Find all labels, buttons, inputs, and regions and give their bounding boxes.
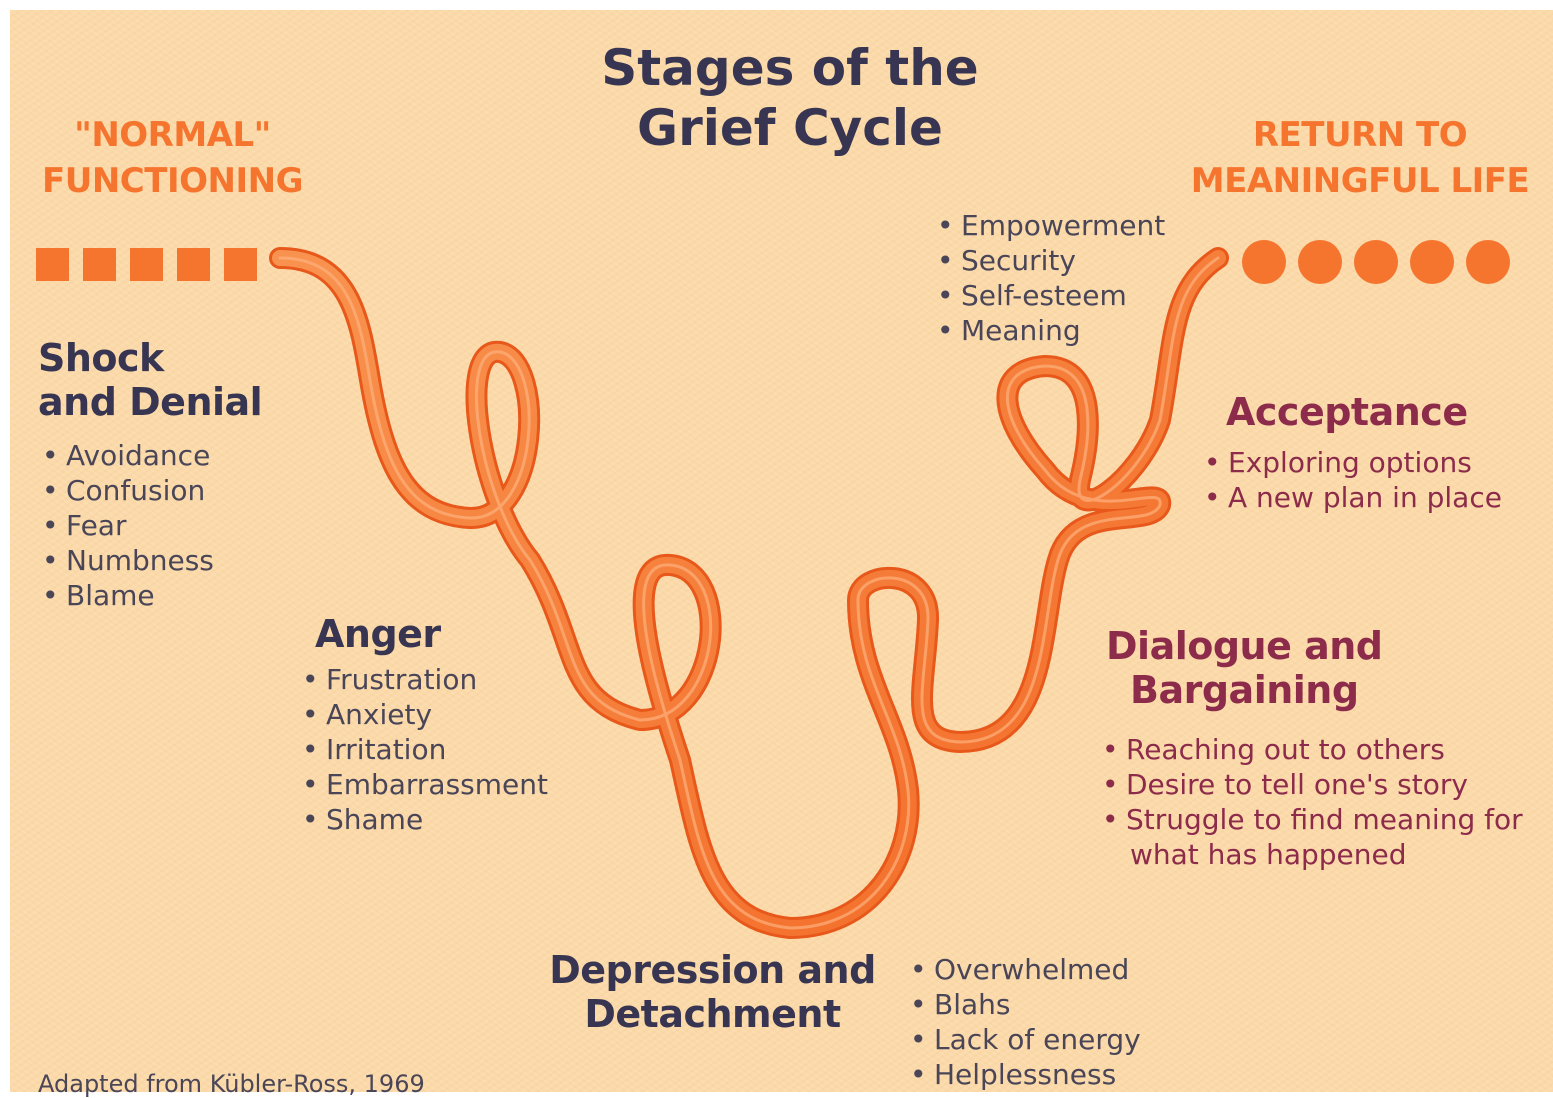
title-line-2: Grief Cycle [560, 98, 1020, 158]
list-item: Numbness [40, 543, 214, 578]
square-marker [177, 248, 210, 281]
stage-acceptance-list: Exploring options A new plan in place [1202, 445, 1502, 515]
stage-meaning-list: Empowerment Security Self-esteem Meaning [935, 208, 1165, 348]
start-label-line-1: "NORMAL" [30, 112, 315, 158]
stage-dialogue-line-1: Dialogue and [1106, 624, 1383, 668]
end-label: RETURN TO MEANINGFUL LIFE [1175, 112, 1545, 204]
dot-marker [1410, 240, 1454, 284]
list-item: A new plan in place [1202, 480, 1502, 515]
end-label-line-1: RETURN TO [1175, 112, 1545, 158]
square-marker [224, 248, 257, 281]
list-item: Struggle to find meaning for [1100, 802, 1523, 837]
diagram-title: Stages of the Grief Cycle [560, 38, 1020, 158]
list-item-continuation: what has happened [1100, 837, 1523, 872]
normal-functioning-squares [36, 248, 257, 281]
list-item: Security [935, 243, 1165, 278]
list-item: Blahs [908, 987, 1141, 1022]
list-item: Fear [40, 508, 214, 543]
source-credit: Adapted from Kübler-Ross, 1969 [38, 1070, 425, 1098]
list-item: Empowerment [935, 208, 1165, 243]
dot-marker [1242, 240, 1286, 284]
end-label-line-2: MEANINGFUL LIFE [1175, 158, 1545, 204]
title-line-1: Stages of the [560, 38, 1020, 98]
stage-depression-line-2: Detachment [540, 992, 885, 1036]
list-item: Helplessness [908, 1057, 1141, 1092]
stage-shock-line-1: Shock [38, 336, 262, 380]
list-item: Reaching out to others [1100, 732, 1523, 767]
list-item: Anxiety [300, 697, 548, 732]
stage-shock-list: Avoidance Confusion Fear Numbness Blame [40, 438, 214, 613]
list-item: Overwhelmed [908, 952, 1141, 987]
stage-depression-line-1: Depression and [540, 948, 885, 992]
list-item: Self-esteem [935, 278, 1165, 313]
stage-anger-heading: Anger [315, 612, 441, 656]
list-item: Blame [40, 578, 214, 613]
list-item: Confusion [40, 473, 214, 508]
start-label-line-2: FUNCTIONING [30, 158, 315, 204]
stage-depression-heading: Depression and Detachment [540, 948, 885, 1036]
square-marker [36, 248, 69, 281]
dot-marker [1466, 240, 1510, 284]
stage-shock-heading: Shock and Denial [38, 336, 262, 424]
stage-shock-line-2: and Denial [38, 380, 262, 424]
start-label: "NORMAL" FUNCTIONING [30, 112, 315, 204]
stage-anger-line-1: Anger [315, 612, 441, 656]
stage-anger-list: Frustration Anxiety Irritation Embarrass… [300, 662, 548, 837]
stage-depression-list: Overwhelmed Blahs Lack of energy Helples… [908, 952, 1141, 1092]
list-item: Exploring options [1202, 445, 1502, 480]
square-marker [83, 248, 116, 281]
stage-dialogue-line-2: Bargaining [1106, 668, 1383, 712]
meaningful-life-dots [1242, 240, 1510, 284]
list-item: Lack of energy [908, 1022, 1141, 1057]
list-item: Desire to tell one's story [1100, 767, 1523, 802]
stage-dialogue-list: Reaching out to others Desire to tell on… [1100, 732, 1523, 872]
stage-dialogue-heading: Dialogue and Bargaining [1106, 624, 1383, 712]
dot-marker [1298, 240, 1342, 284]
list-item: Frustration [300, 662, 548, 697]
square-marker [130, 248, 163, 281]
list-item: Embarrassment [300, 767, 548, 802]
list-item: Shame [300, 802, 548, 837]
list-item: Irritation [300, 732, 548, 767]
list-item: Avoidance [40, 438, 214, 473]
stage-acceptance-line-1: Acceptance [1226, 390, 1468, 434]
list-item: Meaning [935, 313, 1165, 348]
dot-marker [1354, 240, 1398, 284]
stage-acceptance-heading: Acceptance [1226, 390, 1468, 434]
